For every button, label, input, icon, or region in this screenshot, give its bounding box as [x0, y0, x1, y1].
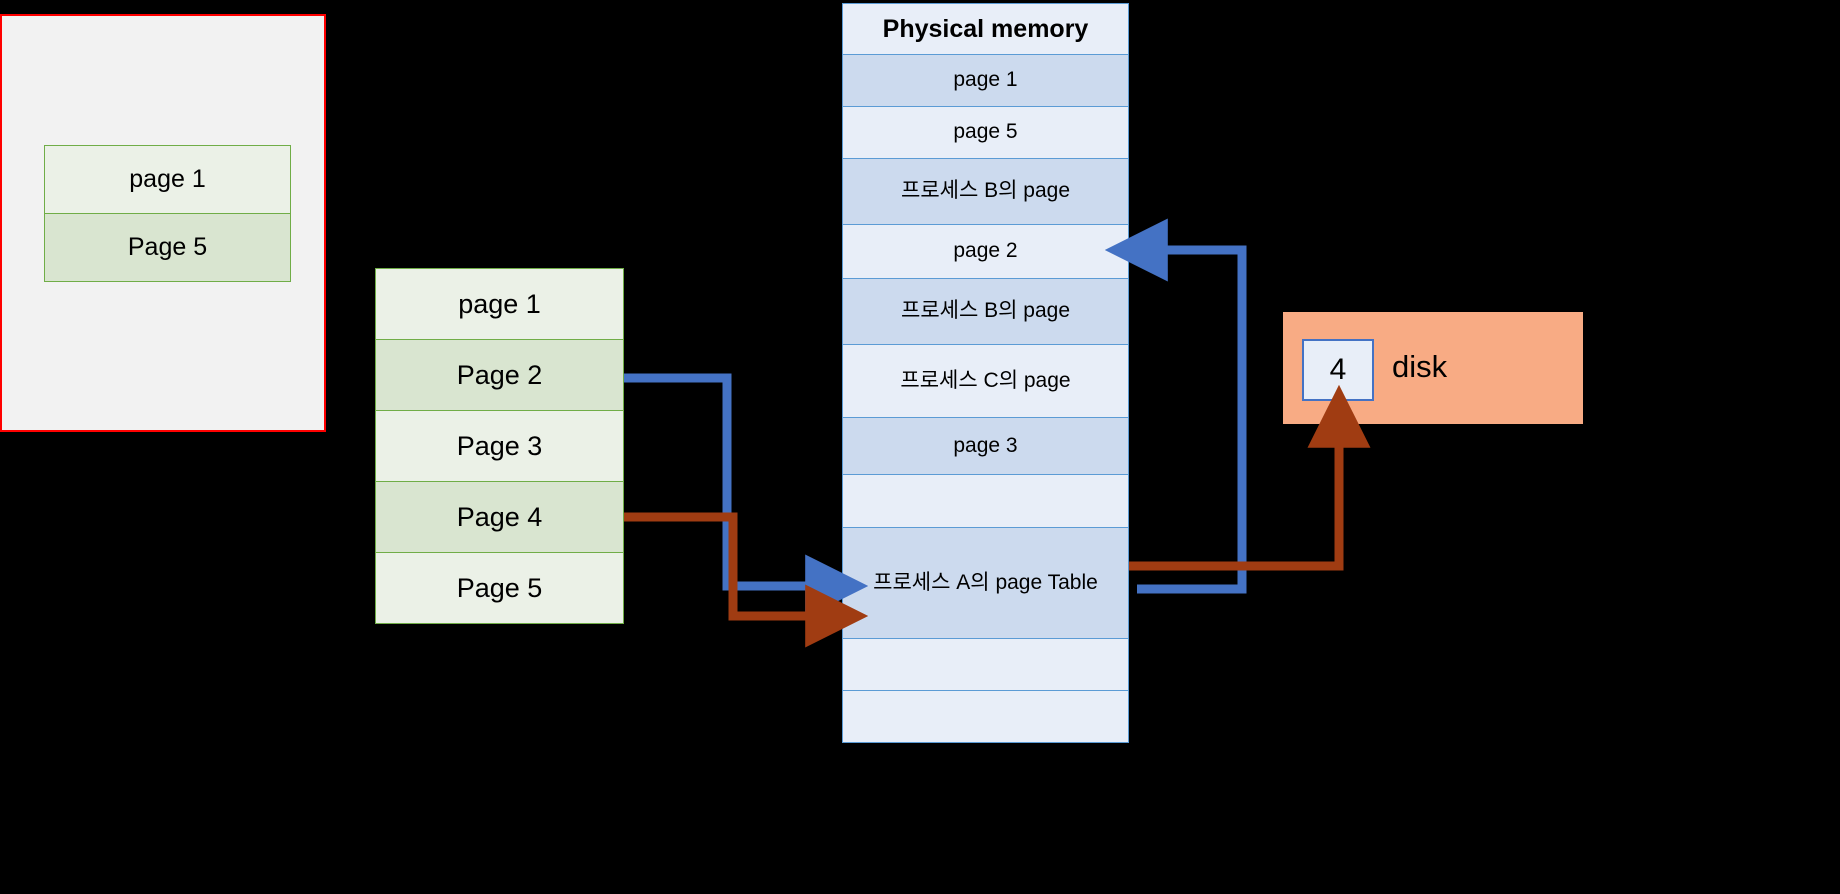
process-page-table: page 1 Page 2 Page 3 Page 4 Page 5 — [375, 268, 624, 627]
connector-page2-to-page-table — [624, 373, 869, 618]
memory-frame-label: page 2 — [953, 239, 1018, 263]
page-table-row-label: page 1 — [458, 288, 541, 319]
page-table-row-5: Page 5 — [375, 552, 624, 624]
left-row-label: Page 5 — [127, 233, 208, 261]
page-table-row-label: Page 5 — [456, 572, 543, 603]
left-row-page-1: page 1 — [44, 145, 291, 214]
left-page-stack: page 1 Page 5 — [44, 145, 291, 284]
memory-frame-label: 프로세스 B의 page — [901, 299, 1070, 323]
memory-frame-5: 프로세스 C의 page — [842, 344, 1129, 418]
memory-frame-label: 프로세스 C의 page — [900, 368, 1071, 392]
physical-memory-table: Physical memory page 1 page 5 프로세스 B의 pa… — [842, 3, 1129, 743]
page-table-row-label: Page 2 — [456, 359, 543, 390]
connector-page-table-to-disk — [1129, 384, 1371, 571]
connector-disk-to-page2 — [1104, 218, 1247, 594]
page-table-row-label: Page 3 — [456, 430, 543, 461]
memory-frame-label: page 5 — [953, 120, 1018, 144]
memory-frame-3: page 2 — [842, 224, 1129, 279]
connector-page4-to-page-table — [624, 512, 869, 648]
page-table-row-3: Page 3 — [375, 410, 624, 482]
memory-frame-4: 프로세스 B의 page — [842, 278, 1129, 345]
disk-label: disk — [1392, 349, 1448, 384]
disk-slot-value: 4 — [1329, 353, 1347, 386]
memory-frame-2: 프로세스 B의 page — [842, 158, 1129, 225]
memory-frame-0: page 1 — [842, 54, 1129, 107]
memory-frame-label: page 3 — [953, 433, 1018, 457]
left-row-page-5: Page 5 — [44, 213, 291, 282]
left-row-label: page 1 — [129, 165, 206, 193]
memory-frame-8-page-table: 프로세스 A의 page Table — [842, 527, 1129, 639]
page-table-row-label: Page 4 — [456, 501, 543, 532]
memory-frame-label: 프로세스 A의 page Table — [873, 570, 1098, 594]
memory-frame-label: page 1 — [953, 68, 1018, 92]
physical-memory-title: Physical memory — [842, 3, 1129, 55]
memory-frame-label: 프로세스 B의 page — [901, 179, 1070, 203]
left-process-panel: page 1 Page 5 — [0, 14, 326, 432]
memory-frame-10 — [842, 690, 1129, 743]
physical-memory-title-label: Physical memory — [882, 14, 1089, 43]
memory-frame-1: page 5 — [842, 106, 1129, 159]
